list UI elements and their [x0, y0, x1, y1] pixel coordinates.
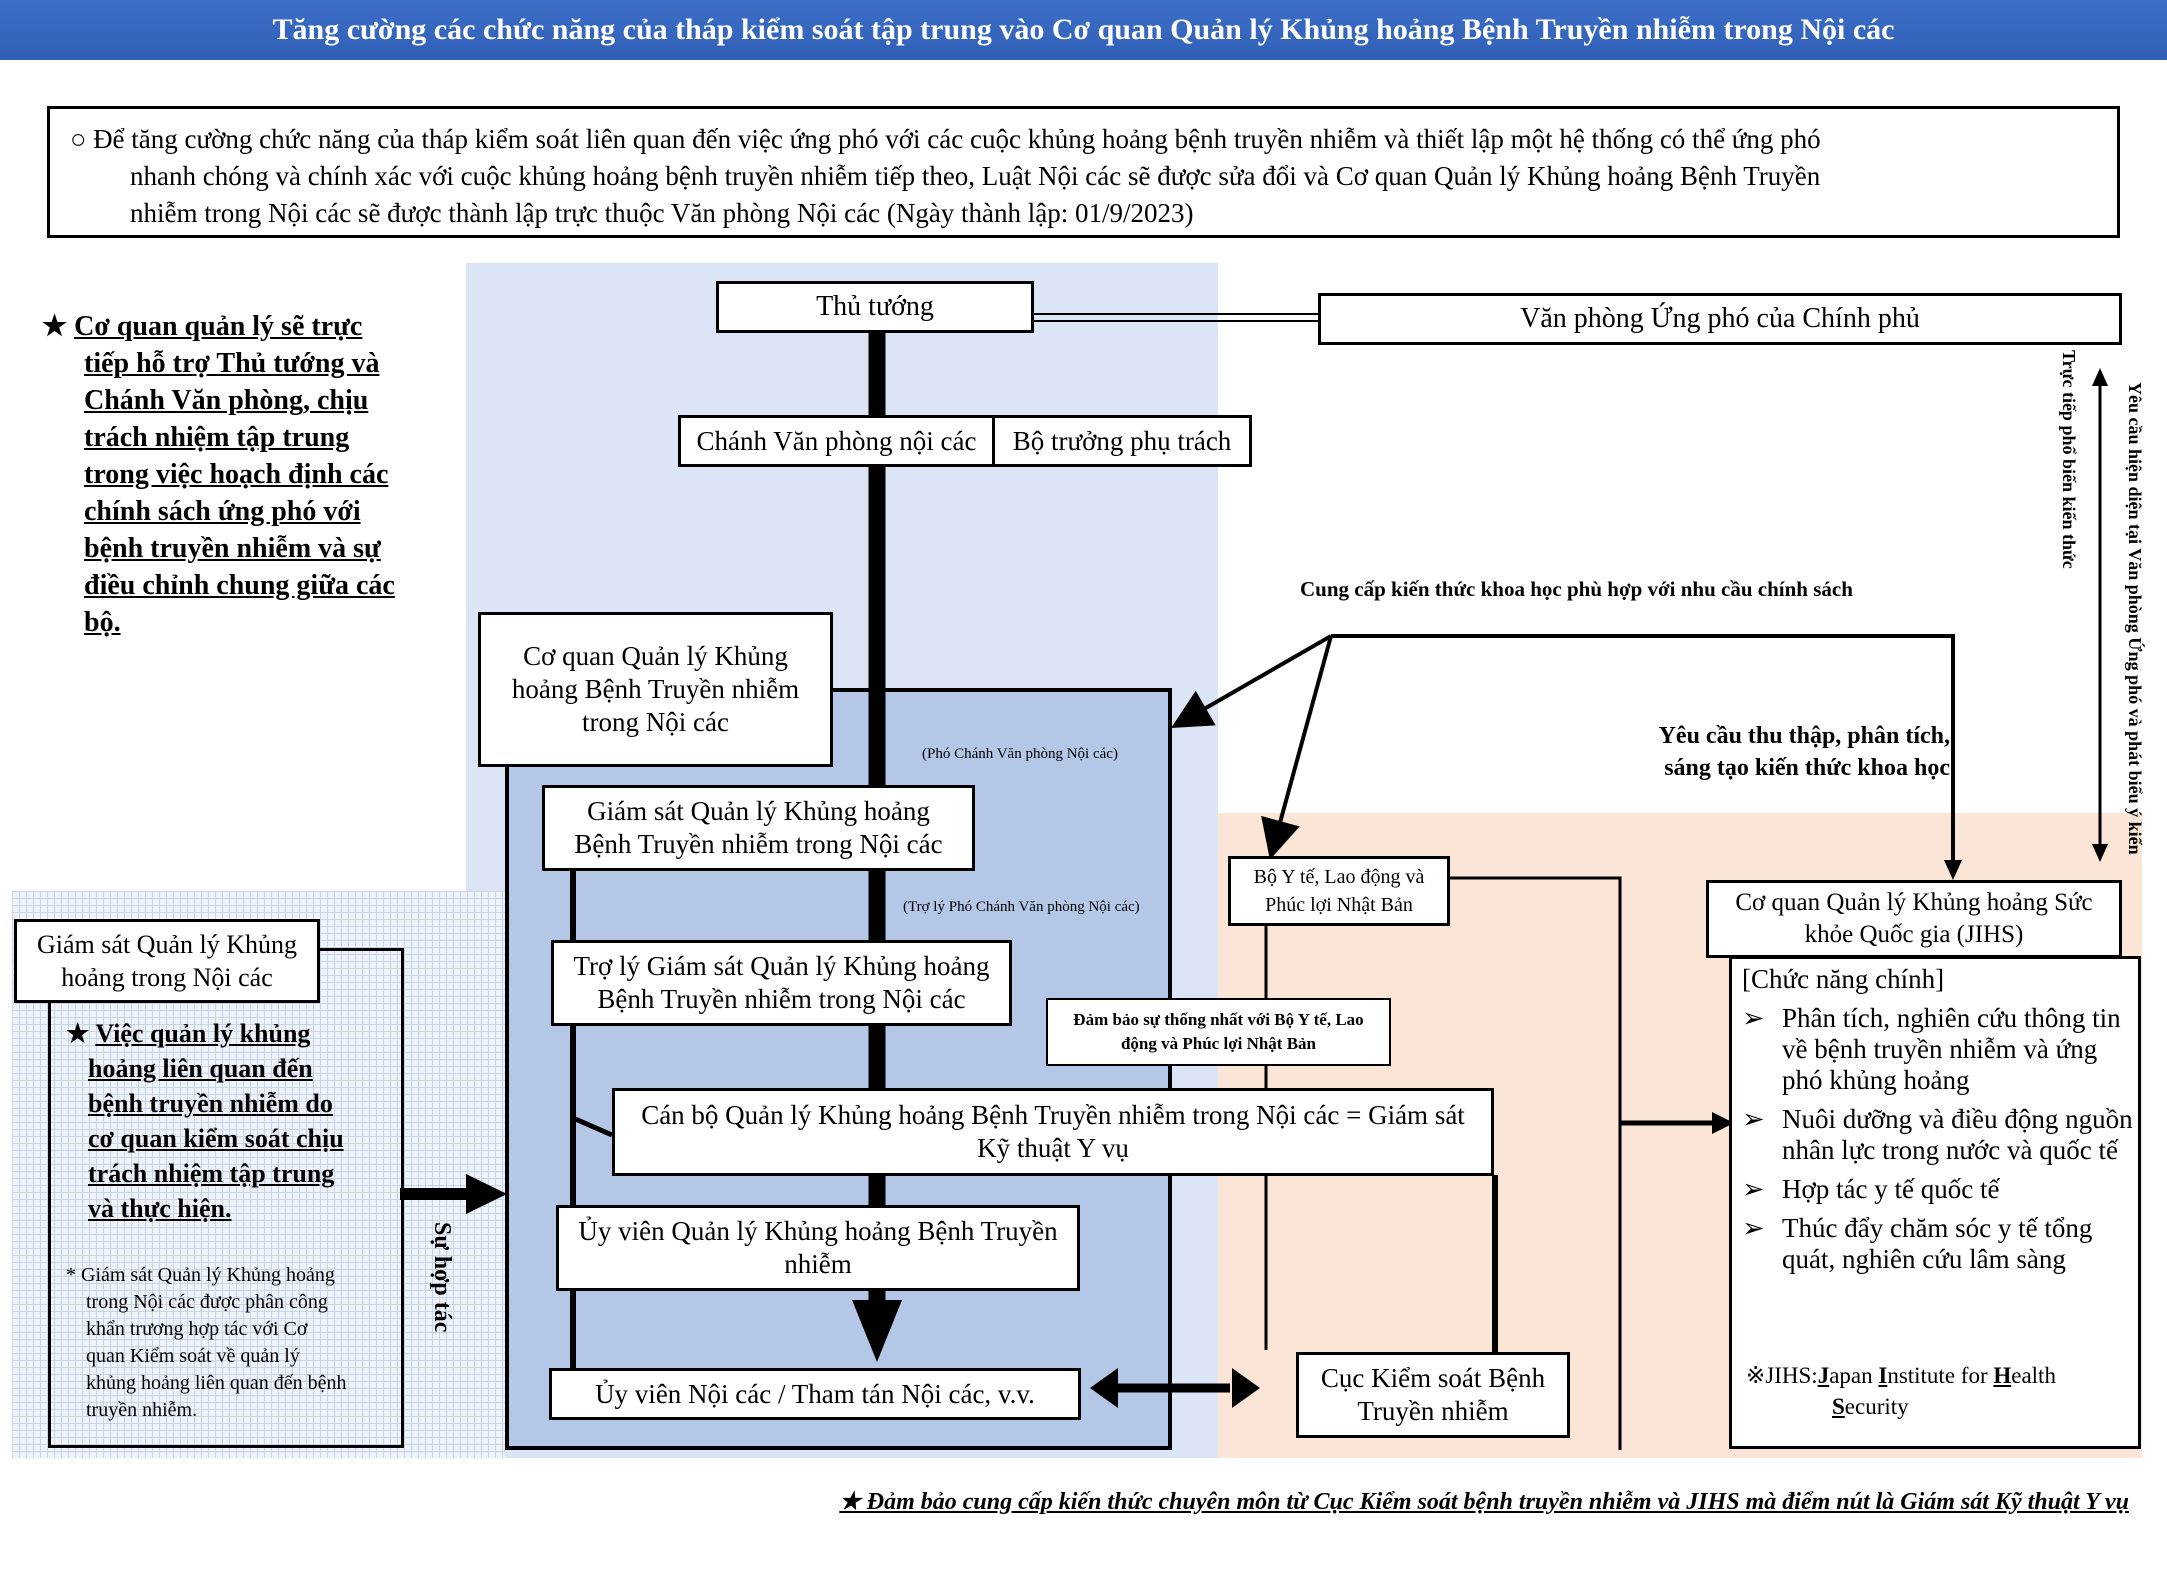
- chief-cabinet-secretary-label: Chánh Văn phòng nội các: [696, 425, 977, 456]
- officer-label: Cán bộ Quản lý Khủng hoảng Bệnh Truyền n…: [641, 1100, 1465, 1163]
- summary-line-1: Để tăng cường chức năng của tháp kiểm so…: [93, 124, 1821, 154]
- chief-cabinet-secretary-box: Chánh Văn phòng nội các: [678, 415, 995, 467]
- gov-response-office-label: Văn phòng Ứng phó của Chính phủ: [1520, 303, 1920, 334]
- left-note-line-3: Chánh Văn phòng, chịu: [84, 385, 369, 416]
- direct-opinion-label: Trực tiếp phổ biến kiến thức: [2059, 350, 2079, 569]
- arrow-marker-icon: ➢: [1742, 1174, 1765, 1204]
- collect-request-line-2: sáng tạo kiến thức khoa học: [1664, 755, 1950, 781]
- arrow-marker-icon: ➢: [1742, 1003, 1765, 1033]
- crisis-note-line-5: trách nhiệm tập trung: [88, 1159, 335, 1188]
- supervisor-label: Giám sát Quản lý Khủng hoảng Bệnh Truyền…: [574, 796, 943, 859]
- collect-request-line-1: Yêu cầu thu thập, phân tích,: [1658, 723, 1950, 749]
- science-knowledge-label: Cung cấp kiến thức khoa học phù hợp với …: [1300, 577, 1853, 601]
- left-note-line-5: trong việc hoạch định các: [84, 459, 389, 490]
- assistant-note: (Trợ lý Phó Chánh Văn phòng Nội các): [903, 899, 1140, 915]
- jihs-function-1: Phân tích, nghiên cứu thông tin về bệnh …: [1782, 1003, 2121, 1095]
- cdc-box: Cục Kiểm soát Bệnh Truyền nhiễm: [1296, 1352, 1570, 1438]
- consistency-note-box: Đảm bảo sự thống nhất với Bộ Y tế, Lao đ…: [1046, 998, 1391, 1066]
- jihs-abbreviation-note: ※JIHS:Japan Institute for Health Securit…: [1746, 1363, 2056, 1419]
- crisis-note-line-6: và thực hiện.: [88, 1194, 232, 1223]
- crisis-footnote-line-3: khẩn trương hợp tác với Cơ: [86, 1318, 308, 1340]
- crisis-note-line-2: hoảng liên quan đến: [88, 1054, 313, 1083]
- page-title: Tăng cường các chức năng của tháp kiểm s…: [0, 0, 2167, 60]
- cabinet-members-box: Ủy viên Nội các / Tham tán Nội các, v.v.: [549, 1368, 1081, 1420]
- left-note-line-8: điều chỉnh chung giữa các: [84, 570, 395, 601]
- left-note-line-1: Cơ quan quản lý sẽ trực: [74, 311, 363, 342]
- crisis-note-line-3: bệnh truyền nhiễm do: [88, 1089, 333, 1118]
- supervisor-note: (Phó Chánh Văn phòng Nội các): [922, 746, 1118, 762]
- crisis-footnote-line-5: khủng hoảng liên quan đến bệnh: [86, 1372, 347, 1394]
- agency-label: Cơ quan Quản lý Khủng hoảng Bệnh Truyền …: [511, 641, 800, 737]
- list-item: ➢ Phân tích, nghiên cứu thông tin về bệnh…: [1742, 1003, 2134, 1096]
- minister-in-charge-label: Bộ trưởng phụ trách: [1012, 425, 1232, 456]
- crisis-note: ★ Việc quản lý khủng hoảng liên quan đến…: [66, 1016, 402, 1226]
- footer-note: ★ Đảm bảo cung cấp kiến thức chuyên môn …: [839, 1489, 2129, 1515]
- star-icon: ★: [66, 1019, 90, 1048]
- crisis-note-line-4: cơ quan kiểm soát chịu: [88, 1124, 344, 1153]
- summary-box: ○ Để tăng cường chức năng của tháp kiểm …: [47, 106, 2120, 238]
- arrow-marker-icon: ➢: [1742, 1213, 1765, 1243]
- cabinet-members-label: Ủy viên Nội các / Tham tán Nội các, v.v.: [595, 1378, 1035, 1409]
- agency-box: Cơ quan Quản lý Khủng hoảng Bệnh Truyền …: [478, 612, 833, 767]
- left-note-line-4: trách nhiệm tập trung: [84, 422, 350, 453]
- assistant-supervisor-box: Trợ lý Giám sát Quản lý Khủng hoảng Bệnh…: [551, 940, 1012, 1026]
- crisis-footnote-line-4: quan Kiểm soát về quản lý: [86, 1345, 300, 1367]
- crisis-footnote-line-6: truyền nhiễm.: [86, 1399, 198, 1421]
- crisis-footnote-line-1: * Giám sát Quản lý Khủng hoảng: [66, 1264, 335, 1286]
- jihs-label: Cơ quan Quản lý Khủng hoảng Sức khỏe Quố…: [1735, 889, 2093, 948]
- crisis-supervisor-box: Giám sát Quản lý Khủng hoảng trong Nội c…: [14, 919, 320, 1003]
- crisis-supervisor-label: Giám sát Quản lý Khủng hoảng trong Nội c…: [37, 930, 297, 992]
- cooperation-label: Sự hợp tác: [429, 1222, 455, 1333]
- jihs-functions: [Chức năng chính] ➢ Phân tích, nghiên cứu…: [1742, 964, 2134, 1275]
- left-note-line-2: tiếp hỗ trợ Thủ tướng và: [84, 348, 380, 379]
- cdc-label: Cục Kiểm soát Bệnh Truyền nhiễm: [1320, 1363, 1546, 1426]
- committee-label: Ủy viên Quản lý Khủng hoảng Bệnh Truyền …: [578, 1216, 1058, 1279]
- jihs-function-3: Hợp tác y tế quốc tế: [1782, 1174, 2000, 1204]
- summary-line-3: nhiễm trong Nội các sẽ được thành lập tr…: [130, 198, 1194, 228]
- left-note-line-9: bộ.: [84, 607, 121, 638]
- jihs-functions-list: ➢ Phân tích, nghiên cứu thông tin về bệnh…: [1742, 1003, 2134, 1275]
- jihs-function-2: Nuôi dưỡng và điều động nguồn nhân lực t…: [1782, 1104, 2133, 1165]
- mhlw-label: Bộ Y tế, Lao động và Phúc lợi Nhật Bản: [1253, 866, 1425, 916]
- jihs-functions-heading: [Chức năng chính]: [1742, 964, 1945, 994]
- list-item: ➢ Thúc đẩy chăm sóc y tế tổng quát, nghiê…: [1742, 1213, 2134, 1275]
- crisis-note-line-1: Việc quản lý khủng: [95, 1019, 311, 1048]
- assistant-supervisor-label: Trợ lý Giám sát Quản lý Khủng hoảng Bệnh…: [573, 951, 990, 1014]
- collect-request-label: Yêu cầu thu thập, phân tích, sáng tạo ki…: [1630, 720, 1950, 784]
- crisis-footnote: * Giám sát Quản lý Khủng hoảng trong Nội…: [66, 1262, 396, 1424]
- gov-response-office-box: Văn phòng Ứng phó của Chính phủ: [1318, 293, 2122, 345]
- star-icon: ★: [42, 311, 68, 342]
- trunk-arrowhead: [852, 1300, 902, 1362]
- minister-in-charge-box: Bộ trưởng phụ trách: [992, 415, 1252, 467]
- arrow-marker-icon: ➢: [1742, 1104, 1765, 1134]
- list-item: ➢ Nuôi dưỡng và điều động nguồn nhân lực …: [1742, 1104, 2134, 1166]
- list-item: ➢ Hợp tác y tế quốc tế: [1742, 1174, 2134, 1205]
- presence-request-label: Yêu cầu hiện diện tại Văn phòng Ứng phó …: [2125, 382, 2145, 855]
- left-note-line-6: chính sách ứng phó với: [84, 496, 361, 527]
- mhlw-box: Bộ Y tế, Lao động và Phúc lợi Nhật Bản: [1228, 856, 1450, 926]
- supervisor-box: Giám sát Quản lý Khủng hoảng Bệnh Truyền…: [542, 785, 975, 871]
- crisis-footnote-line-2: trong Nội các được phân công: [86, 1291, 328, 1313]
- summary-bullet: ○: [70, 124, 87, 154]
- officer-box: Cán bộ Quản lý Khủng hoảng Bệnh Truyền n…: [612, 1088, 1494, 1176]
- committee-box: Ủy viên Quản lý Khủng hoảng Bệnh Truyền …: [556, 1205, 1080, 1291]
- prime-minister-box: Thủ tướng: [716, 281, 1034, 333]
- left-note-line-7: bệnh truyền nhiễm và sự: [84, 533, 381, 564]
- prime-minister-label: Thủ tướng: [816, 291, 934, 322]
- consistency-note-label: Đảm bảo sự thống nhất với Bộ Y tế, Lao đ…: [1073, 1010, 1364, 1053]
- left-note: ★ Cơ quan quản lý sẽ trực tiếp hỗ trợ Th…: [42, 308, 442, 641]
- jihs-function-4: Thúc đẩy chăm sóc y tế tổng quát, nghiên…: [1782, 1213, 2093, 1274]
- summary-line-2: nhanh chóng và chính xác với cuộc khủng …: [130, 161, 1821, 191]
- jihs-box: Cơ quan Quản lý Khủng hoảng Sức khỏe Quố…: [1706, 880, 2122, 958]
